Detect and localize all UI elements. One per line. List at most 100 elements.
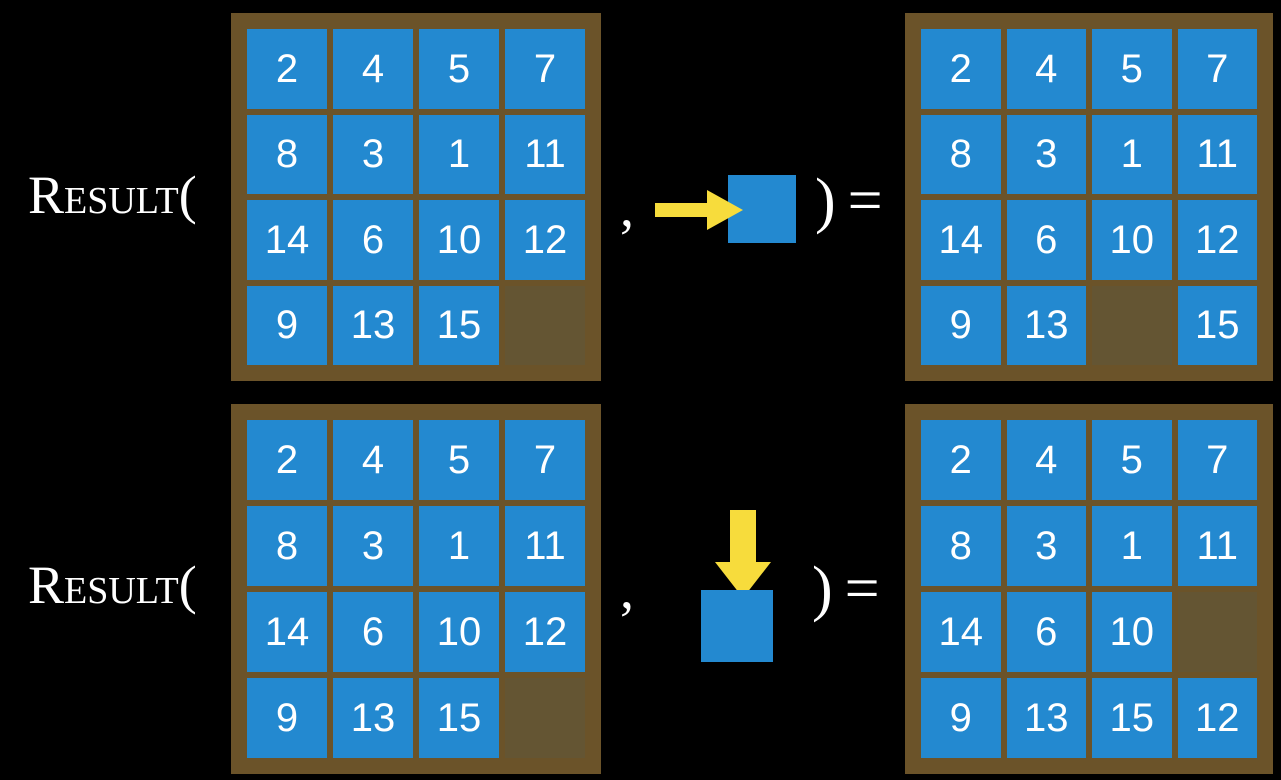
tile-number: 5: [447, 46, 471, 91]
empty-slot[interactable]: [1177, 592, 1257, 672]
tile[interactable]: 2: [921, 420, 1001, 500]
close-paren-equals: )=: [815, 170, 883, 232]
tile[interactable]: 1: [419, 506, 499, 586]
tile[interactable]: 11: [505, 506, 585, 586]
tile[interactable]: 13: [333, 285, 413, 365]
tile[interactable]: 6: [1006, 200, 1086, 280]
tile-number: 4: [1035, 46, 1058, 91]
tile-number: 13: [350, 696, 396, 740]
tile[interactable]: 15: [419, 285, 499, 365]
tile[interactable]: 12: [505, 200, 585, 280]
tile[interactable]: 13: [1006, 678, 1086, 758]
tile[interactable]: 7: [505, 29, 585, 109]
input-board-right-move[interactable]: 2 4 5 7 8 3 1 11 14 6 10 12 9 13 15: [231, 13, 601, 381]
empty-slot[interactable]: [505, 285, 585, 365]
tile[interactable]: 4: [1006, 420, 1086, 500]
tile[interactable]: 5: [419, 29, 499, 109]
tile[interactable]: 14: [921, 592, 1001, 672]
tile-number: 7: [1206, 438, 1229, 482]
tile[interactable]: 13: [1006, 285, 1086, 365]
tile[interactable]: 8: [247, 114, 327, 194]
tile[interactable]: 1: [1092, 506, 1172, 586]
tile[interactable]: 8: [921, 506, 1001, 586]
tile-number: 15: [1109, 696, 1155, 740]
tile-number: 6: [1035, 610, 1058, 654]
tile-number: 2: [275, 46, 299, 91]
tile[interactable]: 2: [921, 29, 1001, 109]
tile[interactable]: 5: [1092, 29, 1172, 109]
action-right-move[interactable]: [655, 170, 825, 260]
tile[interactable]: 4: [1006, 29, 1086, 109]
tile[interactable]: 10: [419, 592, 499, 672]
tile[interactable]: 3: [1006, 114, 1086, 194]
arrow-right-icon: [655, 190, 743, 230]
tile[interactable]: 10: [419, 200, 499, 280]
tile[interactable]: 11: [1177, 506, 1257, 586]
tile[interactable]: 1: [419, 114, 499, 194]
blank-tile-square: [701, 590, 773, 662]
tile-number: 3: [361, 524, 385, 568]
tile[interactable]: 4: [333, 29, 413, 109]
tile[interactable]: 7: [1177, 420, 1257, 500]
tile[interactable]: 9: [921, 285, 1001, 365]
tile[interactable]: 12: [1177, 200, 1257, 280]
tile[interactable]: 5: [419, 420, 499, 500]
tile[interactable]: 14: [247, 592, 327, 672]
tile[interactable]: 12: [1177, 678, 1257, 758]
tile[interactable]: 13: [333, 678, 413, 758]
tile-number: 1: [447, 132, 471, 177]
tile[interactable]: 7: [1177, 29, 1257, 109]
tile[interactable]: 7: [505, 420, 585, 500]
tile[interactable]: 3: [333, 506, 413, 586]
empty-slot[interactable]: [505, 678, 585, 758]
tile[interactable]: 12: [505, 592, 585, 672]
tile[interactable]: 9: [247, 678, 327, 758]
tile[interactable]: 15: [1092, 678, 1172, 758]
tile[interactable]: 15: [419, 678, 499, 758]
tile[interactable]: 11: [505, 114, 585, 194]
tile[interactable]: 14: [247, 200, 327, 280]
tile-number: 13: [1024, 303, 1069, 348]
tile[interactable]: 6: [333, 200, 413, 280]
tile[interactable]: 15: [1177, 285, 1257, 365]
tile-number: 11: [1196, 524, 1239, 568]
tile[interactable]: 5: [1092, 420, 1172, 500]
tile-number: 11: [1196, 132, 1239, 177]
arrow-down-icon: [715, 510, 771, 598]
tile-number: 5: [1120, 438, 1143, 482]
input-board-down-move[interactable]: 2 4 5 7 8 3 1 11 14 6 10 12 9 13 15: [231, 404, 601, 774]
tile[interactable]: 14: [921, 200, 1001, 280]
tile-number: 14: [938, 610, 984, 654]
action-down-move[interactable]: [700, 510, 790, 665]
close-paren: ): [815, 167, 836, 235]
empty-slot[interactable]: [1092, 285, 1172, 365]
tile[interactable]: 2: [247, 29, 327, 109]
tile[interactable]: 6: [333, 592, 413, 672]
tile-number: 8: [275, 524, 299, 568]
tile-number: 1: [447, 524, 471, 568]
tile-number: 3: [1035, 132, 1058, 177]
tile[interactable]: 3: [1006, 506, 1086, 586]
tile-number: 8: [275, 132, 299, 177]
tile-number: 3: [1035, 524, 1058, 568]
tile[interactable]: 4: [333, 420, 413, 500]
tile[interactable]: 3: [333, 114, 413, 194]
tile[interactable]: 8: [921, 114, 1001, 194]
tile[interactable]: 6: [1006, 592, 1086, 672]
tile[interactable]: 1: [1092, 114, 1172, 194]
tile-number: 1: [1120, 132, 1143, 177]
tile[interactable]: 11: [1177, 114, 1257, 194]
tile-number: 9: [275, 696, 299, 740]
tile-number: 11: [524, 132, 566, 177]
tile-number: 13: [1024, 696, 1069, 740]
tile[interactable]: 9: [247, 285, 327, 365]
tile-number: 13: [350, 303, 396, 348]
tile[interactable]: 10: [1092, 200, 1172, 280]
tile[interactable]: 2: [247, 420, 327, 500]
output-board-down-move[interactable]: 2 4 5 7 8 3 1 11 14 6 10 9 13 15 12: [905, 404, 1273, 774]
tile-number: 2: [275, 438, 299, 482]
tile[interactable]: 8: [247, 506, 327, 586]
tile[interactable]: 9: [921, 678, 1001, 758]
output-board-right-move[interactable]: 2 4 5 7 8 3 1 11 14 6 10 12 9 13 15: [905, 13, 1273, 381]
tile[interactable]: 10: [1092, 592, 1172, 672]
